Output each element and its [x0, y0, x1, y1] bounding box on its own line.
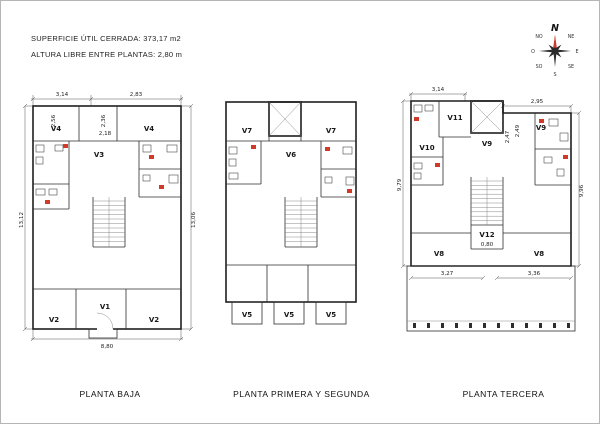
room-label-v4-left: V4	[51, 125, 61, 133]
radiator-icon	[149, 155, 154, 159]
radiator-icon	[63, 144, 68, 148]
plan2-title: PLANTA PRIMERA Y SEGUNDA	[233, 389, 370, 399]
plan1-title: PLANTA BAJA	[79, 389, 141, 399]
room-label-v7-right: V7	[326, 127, 336, 135]
dim-inner-c: 2,18	[99, 131, 112, 137]
plan-planta-primera-segunda: V7 V7 V6 V5 V5 V5	[225, 101, 357, 325]
dim-top-right: 2,95	[531, 99, 544, 105]
room-label-v2-right: V2	[149, 316, 159, 324]
dimension-lines	[400, 91, 582, 281]
dim-top-left: 3,14	[56, 92, 69, 98]
note-altura: ALTURA LIBRE ENTRE PLANTAS: 2,80 m	[31, 50, 183, 59]
room-label-v1: V1	[100, 303, 110, 311]
room-label-v10: V10	[419, 144, 434, 152]
radiator-icon	[45, 200, 50, 204]
dim-right: 13,06	[191, 212, 197, 228]
patio-shaft	[268, 101, 302, 137]
room-label-v8-left: V8	[434, 250, 444, 258]
room-label-v9-right: V9	[536, 124, 546, 132]
radiator-icon	[539, 119, 544, 123]
room-label-v5-left: V5	[242, 311, 252, 319]
dim-inner-b: 2,49	[515, 124, 521, 137]
interior-walls	[226, 136, 356, 302]
interior-walls	[33, 106, 181, 329]
north-needle-icon	[553, 35, 557, 48]
patio-shaft	[470, 100, 504, 134]
dim-right: 9,96	[579, 184, 585, 197]
dim-v12-width: 0,80	[481, 242, 494, 248]
room-label-v11: V11	[447, 114, 462, 122]
plan3-title: PLANTA TERCERA	[462, 389, 545, 399]
interior-walls	[411, 101, 571, 250]
room-label-v2-left: V2	[49, 316, 59, 324]
compass-star: N NO NE O E SO SE S	[531, 23, 578, 78]
dim-bottom: 8,80	[101, 344, 114, 350]
entry-door	[96, 312, 114, 332]
dim-top: 3,14	[432, 87, 445, 93]
compass-ne: NE	[568, 34, 575, 40]
staircase	[284, 197, 318, 248]
radiator-icon	[325, 147, 330, 151]
radiator-icon	[435, 163, 440, 167]
dim-left: 13,12	[19, 212, 25, 228]
compass-n: N	[551, 23, 559, 34]
dim-inner-a: 2,56	[51, 114, 57, 127]
radiator-icon	[347, 189, 352, 193]
bathroom-fixtures	[413, 104, 569, 180]
bathroom-fixtures	[228, 145, 355, 193]
plan1-texts: 3,14 2,83 13,12 13,06 8,80 2,56 2,36 2,1…	[19, 92, 197, 350]
room-label-v12: V12	[479, 231, 494, 239]
compass-e: E	[575, 49, 578, 55]
radiator-icon	[414, 117, 419, 121]
roof-terrace	[406, 265, 576, 332]
radiator-icon	[159, 185, 164, 189]
room-label-v9-center: V9	[482, 140, 492, 148]
compass-o: O	[531, 49, 535, 55]
balconies	[231, 301, 347, 325]
room-label-v7-left: V7	[242, 127, 252, 135]
radiator-icon	[563, 155, 568, 159]
radiator-icon	[251, 145, 256, 149]
compass-no: NO	[535, 34, 543, 40]
room-label-v8-right: V8	[534, 250, 544, 258]
plan-planta-tercera: 3,14 2,95 9,79 9,96 2,47 2,49 3,27 3,36 …	[397, 87, 585, 332]
dimension-lines	[22, 95, 194, 342]
dim-left: 9,79	[397, 178, 403, 191]
plan2-texts: V7 V7 V6 V5 V5 V5	[242, 127, 336, 319]
compass-rose: N NO NE O E SO SE S	[531, 23, 578, 78]
room-label-v6: V6	[286, 151, 296, 159]
compass-s: S	[553, 72, 556, 78]
staircase	[92, 197, 126, 248]
room-label-v5-right: V5	[326, 311, 336, 319]
compass-se: SE	[568, 64, 574, 70]
dim-bottom-left: 3,27	[441, 271, 454, 277]
dim-inner-a: 2,47	[505, 130, 511, 143]
room-label-v4-right: V4	[144, 125, 154, 133]
dim-bottom-right: 3,36	[528, 271, 541, 277]
staircase	[470, 177, 504, 226]
plan3-texts: 3,14 2,95 9,79 9,96 2,47 2,49 3,27 3,36 …	[397, 87, 585, 277]
room-label-v5-center: V5	[284, 311, 294, 319]
room-label-v3: V3	[94, 151, 104, 159]
compass-so: SO	[536, 64, 543, 70]
bathroom-fixtures	[35, 144, 179, 204]
dim-inner-b: 2,36	[101, 114, 107, 127]
plan-planta-baja: 3,14 2,83 13,12 13,06 8,80 2,56 2,36 2,1…	[19, 92, 197, 350]
railing-posts	[413, 323, 570, 328]
note-superficie: SUPERFICIE ÚTIL CERRADA: 373,17 m2	[31, 34, 181, 43]
dim-top-right: 2,83	[130, 92, 143, 98]
